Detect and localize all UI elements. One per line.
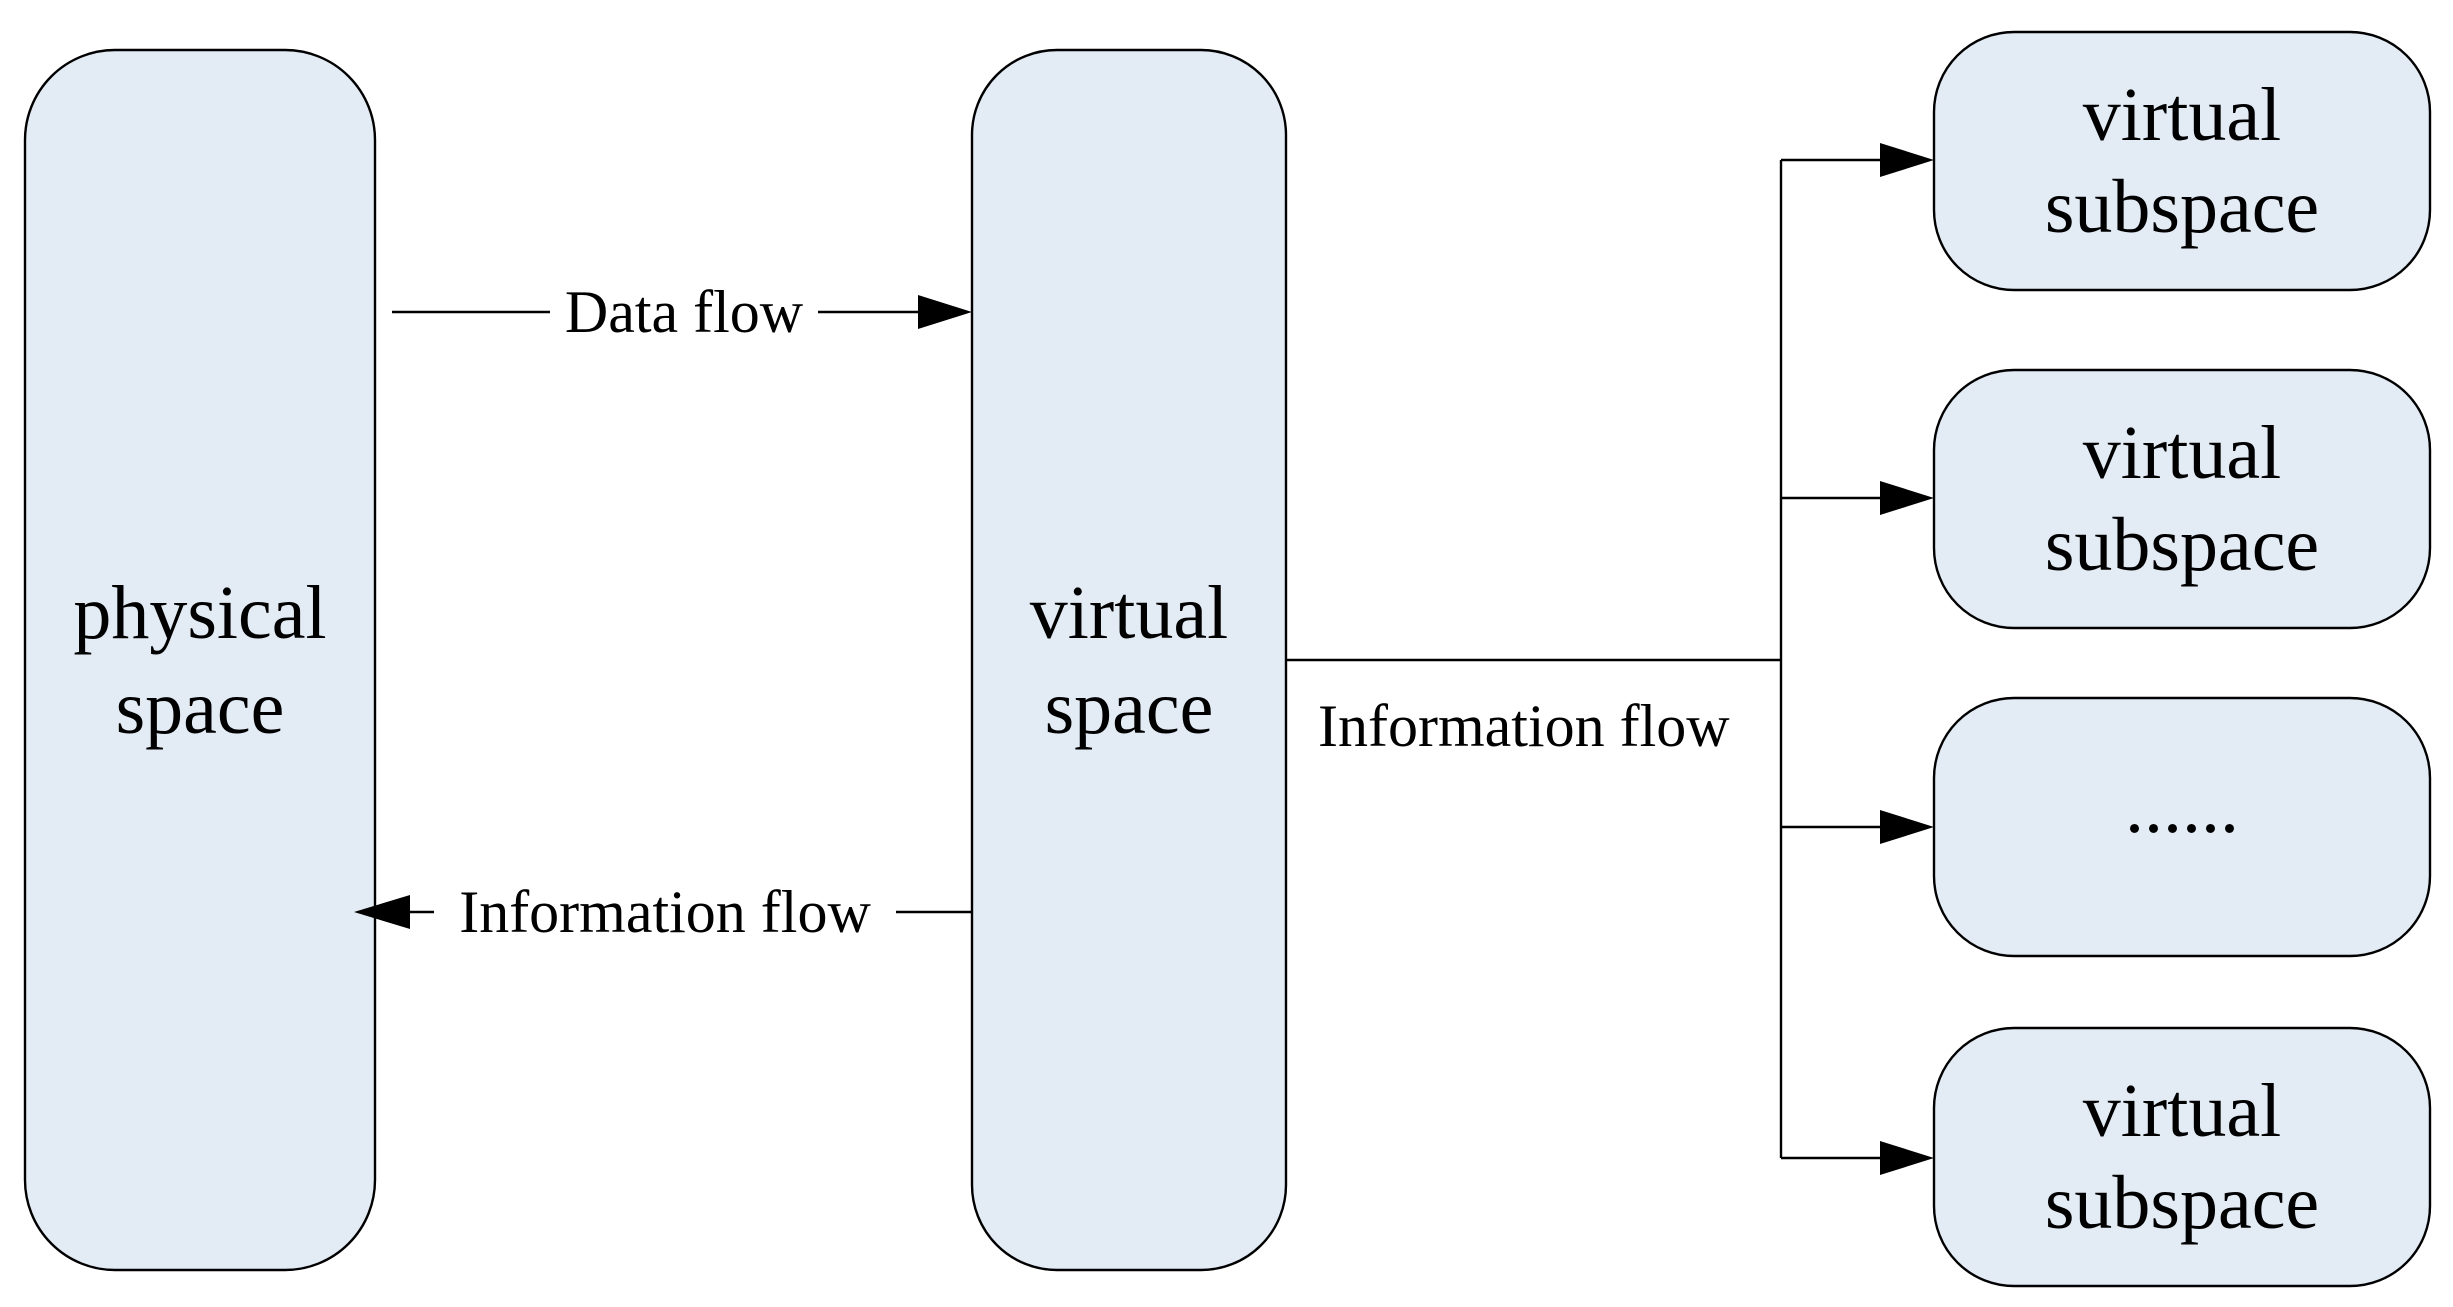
virtual-subspace-2-label-line2: subspace xyxy=(2045,503,2319,587)
data-flow-label: Data flow xyxy=(565,279,804,345)
physical-space-label-line2: space xyxy=(116,666,285,750)
branch-1-arrowhead xyxy=(1880,143,1934,177)
data-flow-label-bg xyxy=(550,280,818,344)
virtual-subspace-1-label-line2: subspace xyxy=(2045,165,2319,249)
physical-space-box xyxy=(23,48,377,1272)
virtual-subspace-1-label-line1: virtual xyxy=(2083,73,2281,157)
physical-space-label-line1: physical xyxy=(73,571,326,655)
data-flow-edge: Data flow xyxy=(392,279,972,345)
virtual-subspace-node-4: virtual subspace xyxy=(1932,1026,2432,1288)
virtual-subspace-3-ellipsis: ...... xyxy=(2125,765,2239,849)
information-flow-back-label: Information flow xyxy=(459,879,871,945)
virtual-subspace-4-label-line2: subspace xyxy=(2045,1161,2319,1245)
virtual-space-node: virtual space xyxy=(970,48,1288,1272)
virtual-subspace-box-1 xyxy=(1932,30,2432,292)
data-flow-arrowhead xyxy=(918,295,972,329)
information-flow-back-label-bg xyxy=(434,880,896,944)
information-flow-back-edge: Information flow xyxy=(354,879,972,945)
information-flow-out-edge: Information flow xyxy=(1286,143,1934,1175)
virtual-space-label-line1: virtual xyxy=(1030,571,1228,655)
branch-3-arrowhead xyxy=(1880,810,1934,844)
information-flow-back-arrowhead xyxy=(354,895,410,929)
virtual-space-box xyxy=(970,48,1288,1272)
information-flow-out-label: Information flow xyxy=(1318,693,1730,759)
virtual-subspace-node-2: virtual subspace xyxy=(1932,368,2432,630)
virtual-subspace-box-4 xyxy=(1932,1026,2432,1288)
virtual-subspace-box-2 xyxy=(1932,368,2432,630)
virtual-space-label-line2: space xyxy=(1045,666,1214,750)
virtual-subspace-node-1: virtual subspace xyxy=(1932,30,2432,292)
virtual-subspace-4-label-line1: virtual xyxy=(2083,1069,2281,1153)
virtual-subspace-2-label-line1: virtual xyxy=(2083,411,2281,495)
branch-2-arrowhead xyxy=(1880,481,1934,515)
branch-4-arrowhead xyxy=(1880,1141,1934,1175)
virtual-subspace-node-3: ...... xyxy=(1932,696,2432,958)
physical-space-node: physical space xyxy=(23,48,377,1272)
